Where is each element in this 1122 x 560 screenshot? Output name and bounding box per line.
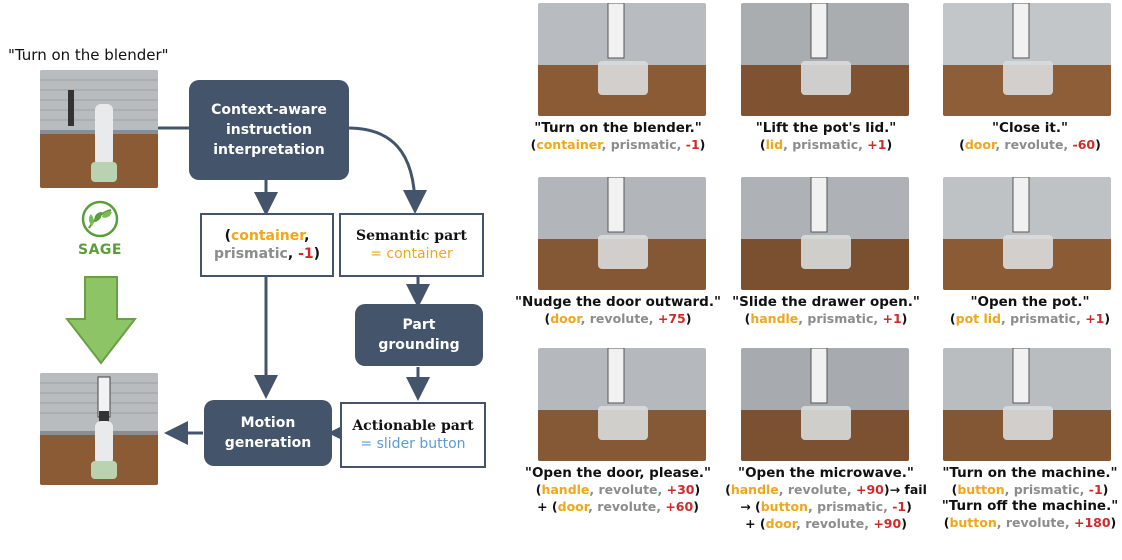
example-instruction: "Nudge the door outward." (514, 294, 722, 310)
example-instruction: "Close it." (992, 120, 1068, 136)
example-triple: (lid, prismatic, +1) (759, 137, 893, 152)
example-photo (943, 348, 1111, 461)
instruction-text: "Turn on the blender" (8, 46, 169, 64)
example-caption: "Turn on the blender."(container, prisma… (508, 120, 728, 153)
blender-before-photo (40, 70, 158, 188)
example-triple: (door, revolute, +75) (544, 311, 692, 326)
example-caption: "Slide the drawer open."(handle, prismat… (716, 294, 936, 327)
triple-box: (container, prismatic, -1) (200, 213, 334, 277)
sage-logo (75, 200, 125, 240)
example-photo (741, 348, 909, 461)
example-triple: (door, revolute, -60) (959, 137, 1101, 152)
example-instruction: "Open the pot." (970, 294, 1090, 310)
transform-arrow-icon (64, 275, 138, 365)
example-photo (741, 177, 909, 290)
example-triple: (button, prismatic, -1) (951, 482, 1109, 497)
blender-after-photo (40, 373, 158, 485)
example-caption: "Nudge the door outward."(door, revolute… (508, 294, 728, 327)
example-instruction: "Turn on the blender." (534, 120, 702, 136)
example-caption: "Turn on the machine."(button, prismatic… (920, 465, 1122, 531)
sage-label: SAGE (78, 242, 122, 258)
example-photo (538, 3, 706, 116)
example-photo (538, 177, 706, 290)
example-triple: (container, prismatic, -1) (530, 137, 706, 152)
example-photo (538, 348, 706, 461)
example-instruction: "Turn off the machine." (941, 498, 1119, 514)
example-triple: (pot lid, prismatic, +1) (949, 311, 1111, 326)
example-instruction: "Open the door, please." (524, 465, 712, 481)
example-instruction: "Open the microwave." (738, 465, 914, 481)
example-instruction: "Slide the drawer open." (732, 294, 920, 310)
example-triple: (button, revolute, +180) (943, 515, 1117, 530)
example-caption: "Close it."(door, revolute, -60) (920, 120, 1122, 153)
example-caption: "Open the microwave."(handle, revolute, … (716, 465, 936, 532)
example-caption: "Open the door, please."(handle, revolut… (508, 465, 728, 515)
example-triple: → (button, prismatic, -1) (740, 499, 912, 514)
example-photo (943, 3, 1111, 116)
example-triple: + (door, revolute, +60) (537, 499, 699, 514)
actionable-part-box: Actionable part = slider button (340, 402, 486, 468)
example-photo (943, 177, 1111, 290)
pipeline-connectors (158, 126, 430, 445)
example-instruction: "Lift the pot's lid." (755, 120, 897, 136)
example-triple: (handle, revolute, +30) (535, 482, 701, 497)
example-triple: + (door, revolute, +90) (745, 516, 907, 531)
example-caption: "Lift the pot's lid."(lid, prismatic, +1… (716, 120, 936, 153)
example-instruction: "Turn on the machine." (942, 465, 1118, 481)
leaf-icon (81, 200, 119, 238)
example-caption: "Open the pot."(pot lid, prismatic, +1) (920, 294, 1122, 327)
example-triple: (handle, revolute, +90)→ fail (725, 482, 927, 497)
semantic-part-box: Semantic part = container (339, 213, 484, 277)
example-triple: (handle, prismatic, +1) (744, 311, 908, 326)
example-photo (741, 3, 909, 116)
